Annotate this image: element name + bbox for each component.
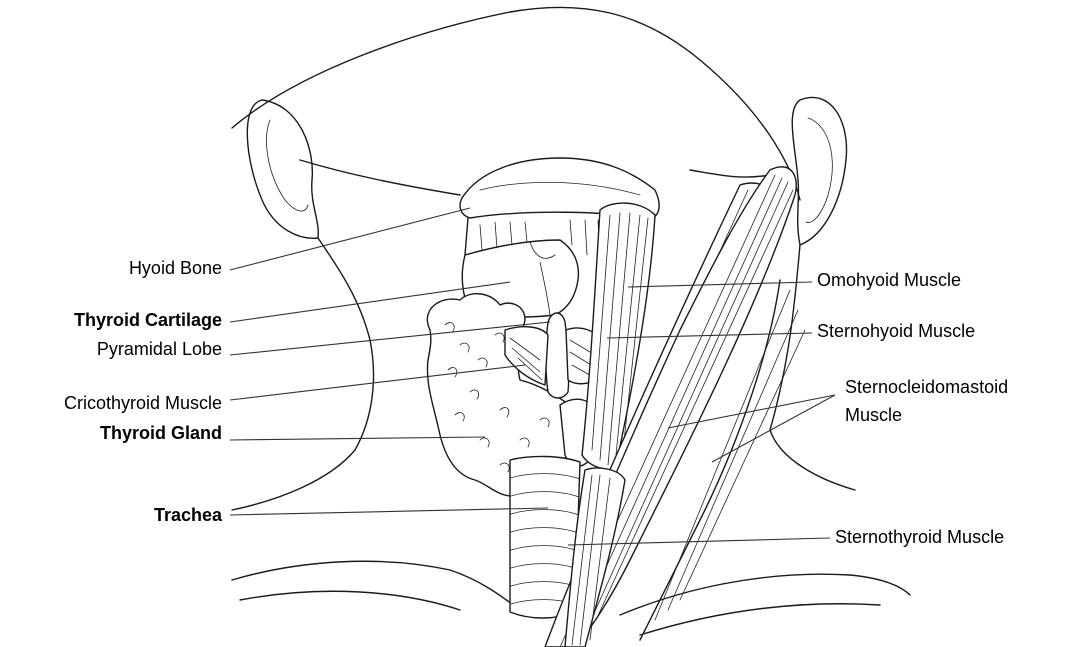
left-clavicle-lower [240,591,460,610]
leader-trachea [230,508,548,515]
right-ear-inner [806,118,832,223]
label-pyramidal-lobe: Pyramidal Lobe [97,339,222,360]
right-clavicle-lower [640,604,880,635]
leader-hyoid-bone [230,208,470,270]
label-thyroid-gland: Thyroid Gland [100,423,222,444]
right-ear [792,97,846,245]
left-clavicle [232,561,520,610]
right-clavicle [620,574,910,615]
label-sternohyoid-muscle: Sternohyoid Muscle [817,321,975,342]
label-sternocleidomastoid-line2: Muscle [845,405,902,426]
leader-sternocleidomastoid-b [712,395,835,462]
left-neck-outline [232,238,374,510]
label-trachea: Trachea [154,505,222,526]
label-hyoid-bone: Hyoid Bone [129,258,222,279]
left-ear-inner [266,120,308,211]
label-thyroid-cartilage: Thyroid Cartilage [74,310,222,331]
label-omohyoid-muscle: Omohyoid Muscle [817,270,961,291]
label-sternocleidomastoid-line1: Sternocleidomastoid [845,377,1008,398]
label-sternothyroid-muscle: Sternothyroid Muscle [835,527,1004,548]
pyramidal-lobe-shape [546,313,569,398]
label-cricothyroid-muscle: Cricothyroid Muscle [64,393,222,414]
left-ear [247,100,318,238]
